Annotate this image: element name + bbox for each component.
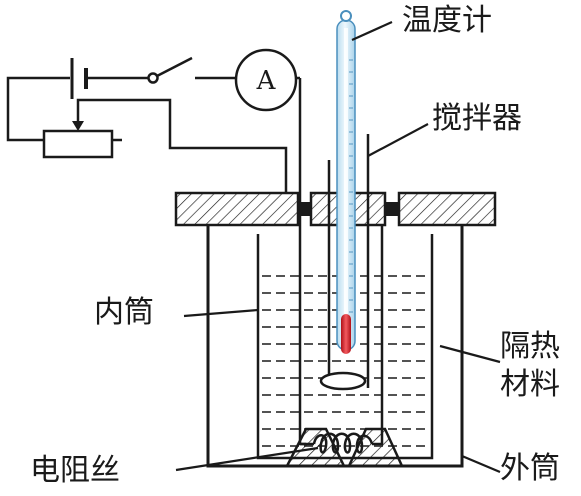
ammeter-symbol: A [256, 66, 277, 96]
leader-stirrer [367, 123, 429, 157]
ammeter: A [234, 48, 298, 112]
switch-blade [156, 56, 193, 78]
leader-inner-cylinder [183, 308, 259, 318]
circuit [6, 56, 306, 446]
leader-thermometer [351, 20, 393, 42]
outer-cylinder [206, 226, 464, 468]
leader-lines [175, 20, 501, 474]
stirrer-ring [319, 371, 367, 391]
leader-insulation [439, 344, 501, 364]
label-insulation-line1: 隔热 [500, 329, 560, 364]
label-outer-cylinder: 外筒 [500, 451, 560, 486]
circuit-wire-left [6, 76, 70, 142]
thermometer [336, 10, 356, 354]
leader-outer-cylinder [461, 454, 501, 474]
lid-plug-right [385, 202, 399, 216]
label-insulation-line2: 材料 [500, 367, 560, 402]
label-inner-cylinder: 内筒 [94, 295, 154, 330]
label-resistance-wire: 电阻丝 [30, 453, 120, 488]
leader-resistance-wire [175, 446, 319, 472]
label-thermometer: 温度计 [402, 3, 492, 38]
circuit-wire-slider [76, 98, 288, 193]
inner-cylinder [256, 234, 434, 460]
label-stirrer: 搅拌器 [432, 101, 522, 136]
rheostat-slider-arrow [72, 112, 84, 131]
lid-plug-left [298, 202, 311, 216]
lid-right [397, 191, 497, 227]
thermometer-liquid [341, 314, 351, 354]
switch-pivot [147, 72, 159, 84]
rheostat [42, 129, 114, 159]
resistance-wire [300, 225, 384, 454]
stirrer [319, 134, 370, 391]
circuit-wire-heater-a [298, 78, 306, 446]
lid-left [174, 191, 300, 227]
